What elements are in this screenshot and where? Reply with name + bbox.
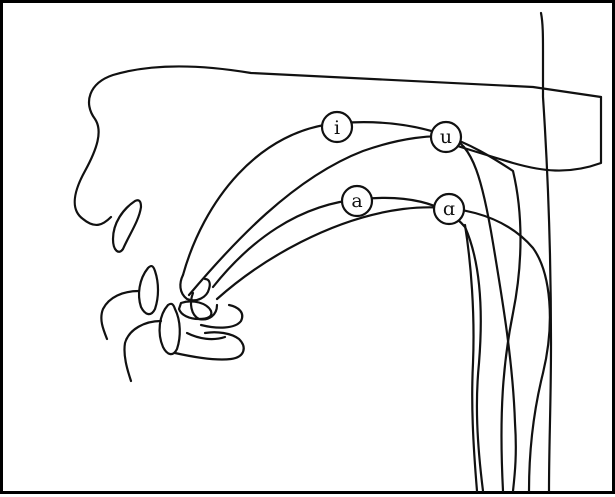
tongue-contour-a [213,198,483,491]
vowel-text-i: i [334,117,340,139]
pharynx-wall [541,13,551,491]
vocal-tract-diagram: i u a ɑ [3,3,615,497]
vowel-label-ɑ: ɑ [434,194,464,224]
upper-tooth [113,200,141,252]
vowel-text-ɑ: ɑ [443,198,455,220]
lower-lip-tooth-2 [160,304,180,354]
lip-contour-4 [201,305,242,328]
vowel-text-a: a [351,190,362,212]
vowel-label-u: u [431,122,461,152]
tongue-contour-ɑ [217,207,550,491]
palate-outline [75,67,601,225]
vowel-label-a: a [342,186,372,216]
lip-contour-1 [101,291,139,339]
lower-lip-tooth-1 [139,266,158,314]
lip-contour-3 [175,332,244,359]
vowel-label-i: i [322,112,352,142]
vowel-text-u: u [440,126,452,148]
lip-contour-2 [124,321,161,381]
